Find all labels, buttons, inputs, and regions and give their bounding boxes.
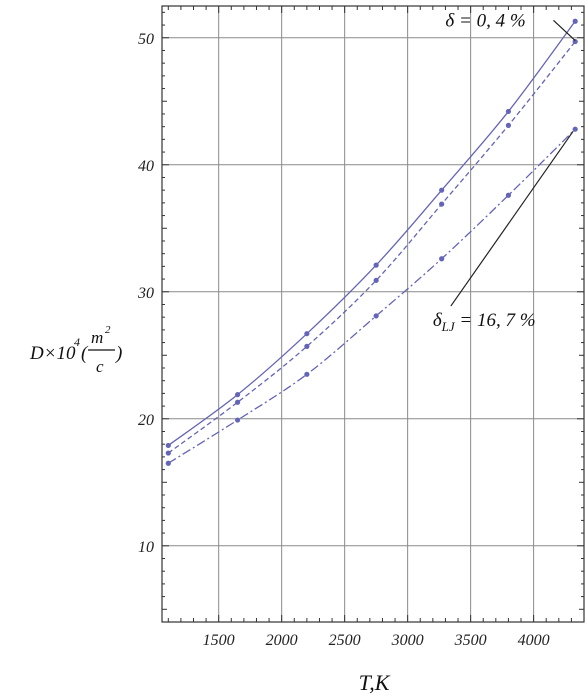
annotation-ann1: δ = 0, 4 %: [445, 10, 525, 31]
y-axis-label-numerator: m: [91, 328, 103, 347]
annotation-leader-ann1: [553, 19, 576, 42]
y-axis-label-open-paren: (: [81, 343, 89, 364]
data-point: [505, 122, 512, 128]
x-tick-label: 2500: [329, 632, 361, 649]
data-point: [572, 126, 578, 132]
data-point: [165, 442, 171, 449]
y-tick-label: 20: [138, 412, 154, 429]
data-point: [373, 262, 379, 268]
tick-labels: 1500 2000 2500 3000 3500 4000 10 20 30 40 50: [137, 31, 550, 649]
data-point: [234, 417, 241, 423]
y-axis-label-close-paren: ): [115, 343, 122, 364]
y-tick-label: 50: [138, 31, 154, 48]
x-axis-label: T,K: [359, 670, 391, 695]
data-point: [304, 371, 310, 377]
data-point: [373, 313, 379, 319]
series-line-solid: [167, 20, 576, 446]
plot-frame: [161, 5, 585, 623]
data-point: [304, 343, 310, 349]
series-group: [165, 18, 578, 466]
x-tick-label: 2000: [266, 632, 298, 649]
data-point: [165, 450, 171, 456]
grid-lines: [162, 6, 584, 622]
y-tick-label: 40: [138, 158, 154, 175]
annotation-leader-ann2: [450, 130, 574, 307]
data-point: [373, 277, 379, 283]
y-axis-label-exponent: 4: [74, 335, 80, 349]
data-point: [304, 331, 310, 337]
y-tick-label: 10: [138, 539, 154, 556]
y-axis-label-numerator-exp: 2: [105, 324, 111, 336]
data-point: [572, 38, 578, 45]
y-tick-label: 30: [137, 285, 154, 302]
data-point: [572, 18, 578, 24]
x-tick-label: 1500: [203, 632, 235, 649]
data-point: [505, 108, 512, 115]
annotations: δ = 0, 4 % δLJ = 16, 7 %: [433, 10, 576, 334]
x-tick-label: 3500: [454, 632, 487, 649]
y-axis-label-denominator: c: [96, 357, 104, 376]
x-tick-label: 3000: [391, 632, 424, 649]
data-point: [439, 201, 445, 207]
y-axis-label-prefix: D×10: [29, 343, 76, 364]
data-point: [234, 399, 241, 405]
data-point: [439, 187, 445, 193]
axes: [161, 5, 585, 623]
data-point: [439, 256, 445, 262]
series-line-dashdot: [167, 128, 576, 464]
data-point: [505, 192, 512, 198]
x-tick-label: 4000: [518, 632, 550, 649]
data-point: [234, 392, 241, 398]
annotation-ann2: δLJ = 16, 7 %: [433, 310, 536, 334]
y-axis-label: D×10 4 ( m 2 c ): [29, 324, 122, 376]
data-point: [165, 460, 171, 466]
